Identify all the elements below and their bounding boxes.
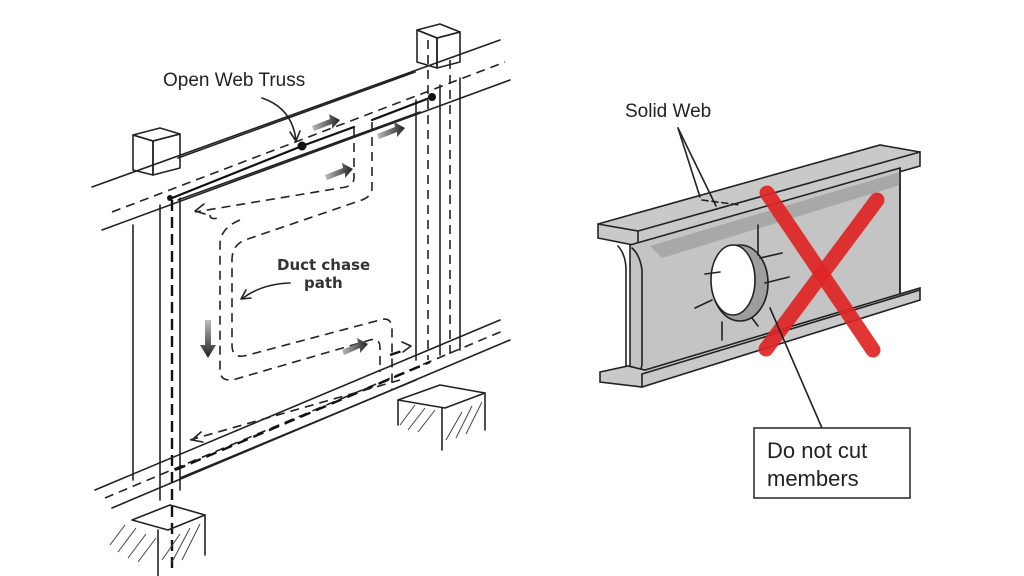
web-hole <box>694 224 790 341</box>
arrowhead-icon <box>240 289 252 300</box>
warning-text-line1: Do not cut <box>767 438 867 463</box>
prohibition-x-icon <box>758 185 885 358</box>
flow-arrow-icon <box>325 163 353 180</box>
solid-web-beam-diagram: Solid Web Do not cut members <box>597 101 921 499</box>
left-post <box>132 127 181 570</box>
flow-arrow-icon <box>312 114 340 131</box>
duct-chase-label-line2: path <box>304 274 343 292</box>
flow-arrows <box>191 114 412 443</box>
arrowhead-icon <box>194 203 206 215</box>
warning-text-line2: members <box>767 466 859 491</box>
down-arrow-icon <box>200 320 216 358</box>
truss-node-right <box>428 93 436 101</box>
top-flange <box>597 144 921 247</box>
warning-callout-box <box>753 427 911 499</box>
open-web-truss-diagram: Open Web Truss Duct chase path <box>91 23 511 576</box>
callout-leader-line <box>769 307 823 429</box>
arrowhead-icon <box>401 341 412 353</box>
open-web-truss-label: Open Web Truss <box>163 70 305 91</box>
flow-arrow-icon <box>342 338 368 355</box>
arrowhead-icon <box>289 130 301 142</box>
top-beam <box>91 39 511 231</box>
left-footing <box>109 504 206 576</box>
open-web-truss <box>167 93 436 201</box>
right-footing <box>397 384 486 451</box>
right-post <box>415 23 461 361</box>
flow-arrow-icon <box>377 122 405 139</box>
truss-node-left <box>167 195 173 201</box>
bottom-beam <box>94 319 511 509</box>
duct-chase-label-line1: Duct chase <box>277 256 370 274</box>
truss-node-mid <box>297 141 307 151</box>
solid-web-label: Solid Web <box>625 101 711 122</box>
duct-leader-line <box>242 282 291 299</box>
arrowhead-icon <box>191 431 204 443</box>
duct-chase-path <box>189 122 406 441</box>
truss-leader-line <box>261 97 297 141</box>
